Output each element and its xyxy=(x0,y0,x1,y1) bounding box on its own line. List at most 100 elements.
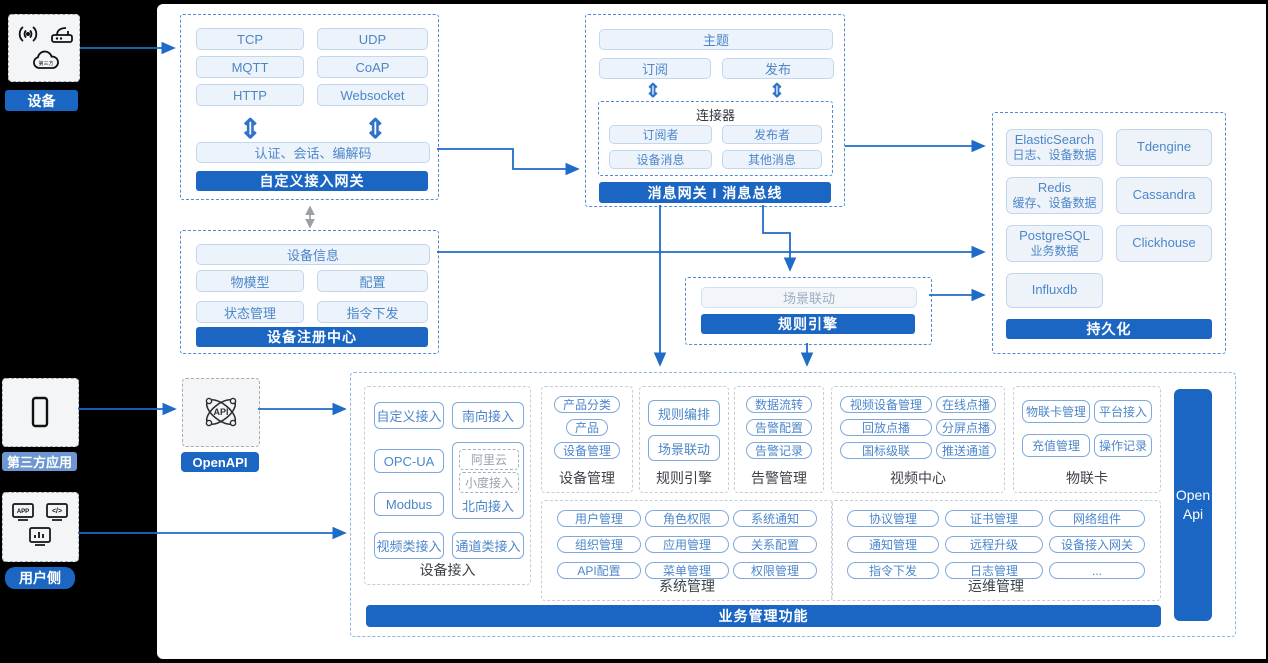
connector-chip: 其他消息 xyxy=(722,150,822,169)
openapi-icon-box: API xyxy=(182,378,260,447)
connector-box: 连接器 订阅者发布者设备消息其他消息 xyxy=(598,101,833,176)
feature-chip: 菜单管理 xyxy=(645,562,729,579)
device-info-chip: 设备信息 xyxy=(196,244,430,265)
feature-chip: 在线点播 xyxy=(936,396,996,413)
feature-chip: 权限管理 xyxy=(733,562,817,579)
wireless-signal-icon xyxy=(18,26,38,42)
feature-chip: 告警记录 xyxy=(745,442,812,459)
feature-chip: 远程升级 xyxy=(945,536,1043,553)
access-chip: 视频类接入 xyxy=(374,532,444,559)
section-label: 规则引擎 xyxy=(656,470,712,486)
protocol-chip: MQTT xyxy=(196,56,304,78)
section-device-access: 自定义接入 南向接入 OPC-UA 阿里云 小度接入 北向接入 Modbus 视… xyxy=(364,386,531,585)
xiaodu-chip: 小度接入 xyxy=(459,472,519,493)
db-chip-influxdb: Influxdb xyxy=(1006,273,1103,308)
openapi-atom-icon: API xyxy=(205,397,237,427)
access-chip: 自定义接入 xyxy=(374,402,444,429)
device-registry-title-bar: 设备注册中心 xyxy=(196,327,428,347)
feature-chip: 应用管理 xyxy=(645,536,729,553)
connector-chip: 发布者 xyxy=(722,125,822,144)
persistence-panel: ElasticSearch 日志、设备数据 Tdengine Redis 缓存、… xyxy=(992,112,1226,354)
section-ops-mgmt: 协议管理证书管理网络组件通知管理远程升级设备接入网关指令下发日志管理... 运维… xyxy=(831,500,1161,601)
feature-chip: 系统通知 xyxy=(733,510,817,527)
feature-chip: 产品 xyxy=(565,419,608,436)
db-chip-tdengine: Tdengine xyxy=(1116,129,1212,166)
feature-chip: 推送通道 xyxy=(936,442,996,459)
section-alarm-mgmt: 数据流转告警配置告警记录 告警管理 xyxy=(734,386,824,493)
persistence-title-bar: 持久化 xyxy=(1006,319,1212,339)
feature-chip: 关系配置 xyxy=(733,536,817,553)
section-label: 设备接入 xyxy=(419,562,476,578)
protocol-chip: HTTP xyxy=(196,84,304,106)
rule-engine-panel: 场景联动 规则引擎 xyxy=(685,277,932,345)
north-access-label: 北向接入 xyxy=(461,499,514,514)
feature-chip: 用户管理 xyxy=(557,510,641,527)
video-center-list: 视频设备管理在线点播回放点播分屏点播国标级联推送通道 xyxy=(840,396,996,459)
feature-chip: 产品分类 xyxy=(553,396,620,413)
feature-chip: 协议管理 xyxy=(847,510,939,527)
auth-session-codec-chip: 认证、会话、编解码 xyxy=(196,142,430,163)
user-side-rail-label: 用户侧 xyxy=(5,567,75,589)
section-label: 系统管理 xyxy=(659,578,715,594)
section-label: 设备管理 xyxy=(559,470,615,486)
access-chip: OPC-UA xyxy=(374,449,444,473)
connector-chip: 设备消息 xyxy=(609,150,712,169)
feature-chip: ... xyxy=(1049,562,1145,579)
feature-chip: 操作记录 xyxy=(1094,434,1152,457)
user-side-icons-box: APP </> xyxy=(2,492,79,562)
section-label: 运维管理 xyxy=(968,578,1024,594)
svg-text:APP: APP xyxy=(17,509,29,515)
section-label: 物联卡 xyxy=(1066,470,1108,486)
db-chip-elasticsearch: ElasticSearch 日志、设备数据 xyxy=(1006,129,1103,166)
registry-chip: 配置 xyxy=(317,270,428,292)
third-party-cloud-icon: 第三方 xyxy=(33,50,59,69)
feature-chip: 日志管理 xyxy=(945,562,1043,579)
feature-chip: 分屏点播 xyxy=(936,419,996,436)
access-chip: 南向接入 xyxy=(452,402,524,429)
code-screen-icon: </> xyxy=(46,503,68,521)
db-chip-postgresql: PostgreSQL 业务数据 xyxy=(1006,225,1103,262)
north-access-chip: 阿里云 小度接入 北向接入 xyxy=(452,442,524,519)
feature-chip: 通知管理 xyxy=(847,536,939,553)
iot-card-list: 物联卡管理平台接入充值管理操作记录 xyxy=(1022,400,1152,457)
feature-chip: 网络组件 xyxy=(1049,510,1145,527)
feature-chip: 告警配置 xyxy=(745,419,812,436)
protocol-chip: UDP xyxy=(317,28,428,50)
rule-engine-title-bar: 规则引擎 xyxy=(701,314,915,334)
feature-chip: 充值管理 xyxy=(1022,434,1090,457)
feature-chip: 角色权限 xyxy=(645,510,729,527)
section-label: 视频中心 xyxy=(890,470,946,486)
feature-chip: 回放点播 xyxy=(840,419,932,436)
feature-chip: 证书管理 xyxy=(945,510,1043,527)
alarm-list: 数据流转告警配置告警记录 xyxy=(735,396,823,459)
section-video-center: 视频设备管理在线点播回放点播分屏点播国标级联推送通道 视频中心 xyxy=(831,386,1005,493)
device-registry-panel: 设备信息 物模型配置状态管理指令下发 设备注册中心 xyxy=(180,230,439,354)
updown-arrow-icon: ⇕ xyxy=(645,81,661,102)
connector-title: 连接器 xyxy=(695,108,735,123)
protocol-chip: CoAP xyxy=(317,56,428,78)
db-chip-redis: Redis 缓存、设备数据 xyxy=(1006,177,1103,214)
scene-linkage-chip: 场景联动 xyxy=(701,287,917,308)
custom-gateway-title-bar: 自定义接入网关 xyxy=(196,171,428,191)
registry-chip: 状态管理 xyxy=(196,301,304,323)
connector-list: 订阅者发布者设备消息其他消息 xyxy=(609,125,822,169)
feature-chip: 平台接入 xyxy=(1094,400,1152,423)
chart-screen-icon xyxy=(29,527,51,546)
message-gateway-title-bar: 消息网关 I 消息总线 xyxy=(599,182,831,203)
feature-chip: 国标级联 xyxy=(840,442,932,459)
feature-chip: 物联卡管理 xyxy=(1022,400,1090,423)
feature-chip: 场景联动 xyxy=(648,435,720,461)
protocol-chip: TCP xyxy=(196,28,304,50)
db-chip-clickhouse: Clickhouse xyxy=(1116,225,1212,262)
third-party-icons-box xyxy=(2,378,79,447)
updown-arrow-icon: ⇕ xyxy=(239,114,262,144)
feature-chip: 视频设备管理 xyxy=(840,396,932,413)
access-chip: Modbus xyxy=(374,492,444,516)
feature-chip: 指令下发 xyxy=(847,562,939,579)
openapi-label: OpenAPI xyxy=(181,452,259,472)
